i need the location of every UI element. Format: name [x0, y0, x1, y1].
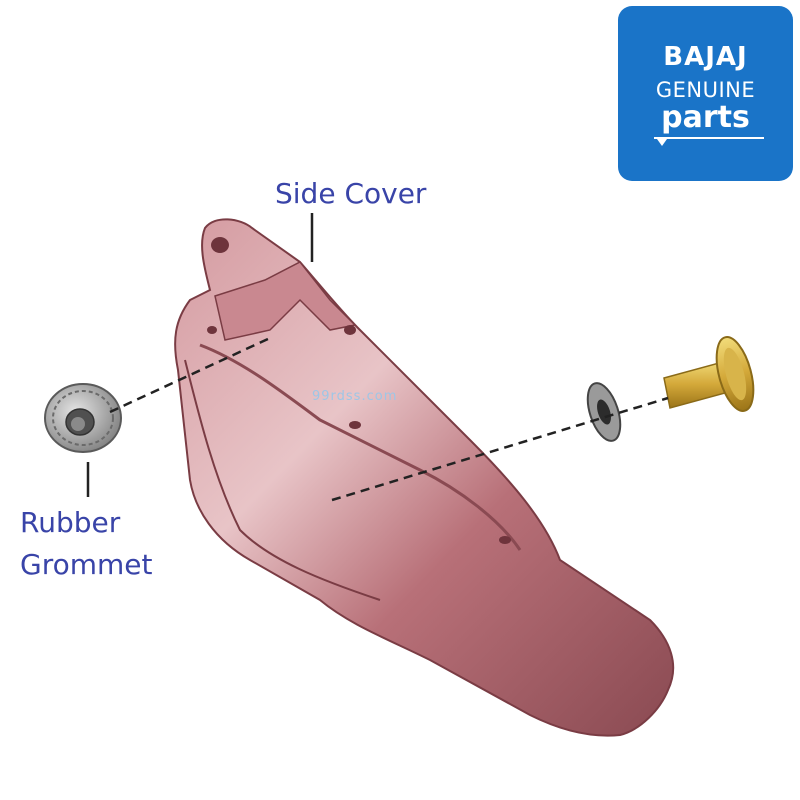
logo-arrow-icon [657, 139, 667, 146]
bajaj-genuine-parts-logo: BAJAJ GENUINE parts [618, 6, 793, 181]
mount-hole-right [344, 325, 356, 335]
side-cover-bracket [214, 261, 357, 341]
washer-part [586, 382, 622, 442]
side-cover-part [174, 218, 675, 737]
logo-underline [654, 137, 764, 139]
bolt-part [663, 336, 755, 412]
logo-brand-text: BAJAJ [663, 42, 748, 72]
mount-slot-lower [499, 536, 511, 544]
mount-hole-top [211, 237, 229, 253]
bolt-assembly-line [331, 396, 669, 502]
rubber-grommet-label-line1: Rubber [20, 506, 121, 539]
rubber-grommet-part [44, 383, 122, 453]
mount-hole-left [207, 326, 217, 334]
logo-genuine-text: GENUINE [655, 78, 756, 102]
leader-lines [86, 213, 669, 502]
rubber-grommet-label-line2: Grommet [20, 548, 153, 581]
side-cover-body [174, 218, 675, 737]
side-cover-ridge [199, 343, 522, 551]
side-cover-edge [184, 359, 381, 601]
logo-parts-text: parts [661, 100, 750, 135]
side-cover-label: Side Cover [275, 177, 427, 210]
mount-slot-center [349, 421, 361, 429]
watermark-text: 99rdss.com [312, 389, 398, 404]
